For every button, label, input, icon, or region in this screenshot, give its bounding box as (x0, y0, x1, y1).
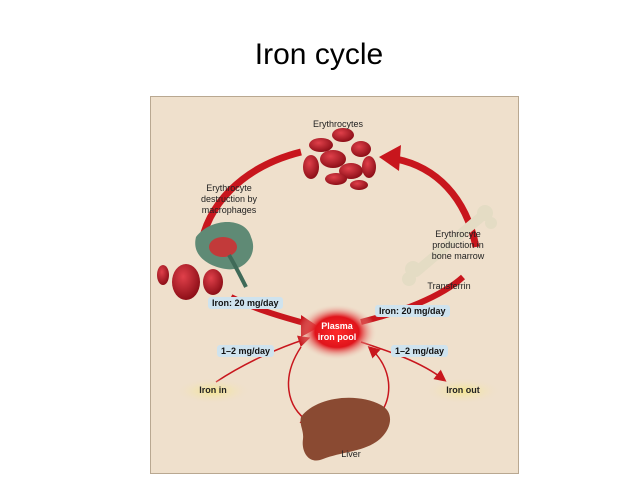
arrow-plasma-marrow (360, 274, 466, 325)
flow-iron-in-rate: 1–2 mg/day (217, 345, 275, 357)
bone-illustration (402, 205, 497, 286)
flow-macrophage-plasma: Iron: 20 mg/day (208, 297, 283, 309)
erythrocytes-cells (303, 128, 376, 190)
diagram-art (157, 128, 501, 461)
liver-illustration (300, 397, 391, 461)
slide-title: Iron cycle (254, 38, 384, 71)
label-erythrocytes: Erythrocytes (312, 119, 363, 129)
label-iron-in: Iron in (199, 385, 227, 395)
arrow-plasma-liver (287, 346, 313, 425)
label-erythrocyte-destruction: Erythrocyte destruction by macrophages (200, 183, 258, 215)
cycle-arrowhead-top (379, 145, 401, 171)
flow-iron-out-rate: 1–2 mg/day (391, 345, 449, 357)
macrophage-illustration (157, 222, 254, 300)
label-iron-out: Iron out (446, 385, 480, 395)
iron-in-oval (175, 378, 251, 404)
label-plasma-iron-pool: Plasma iron pool (317, 321, 357, 342)
plasma-pool-glow (297, 304, 377, 360)
flow-plasma-marrow: Iron: 20 mg/day (375, 305, 450, 317)
iron-cycle-diagram: Erythrocytes Erythrocyte destruction by … (150, 96, 519, 474)
label-transferrin: Transferrin (427, 281, 471, 291)
label-liver: Liver (341, 449, 361, 459)
label-erythrocyte-production: Erythrocyte production in bone marrow (431, 229, 485, 261)
iron-out-oval (425, 378, 501, 404)
